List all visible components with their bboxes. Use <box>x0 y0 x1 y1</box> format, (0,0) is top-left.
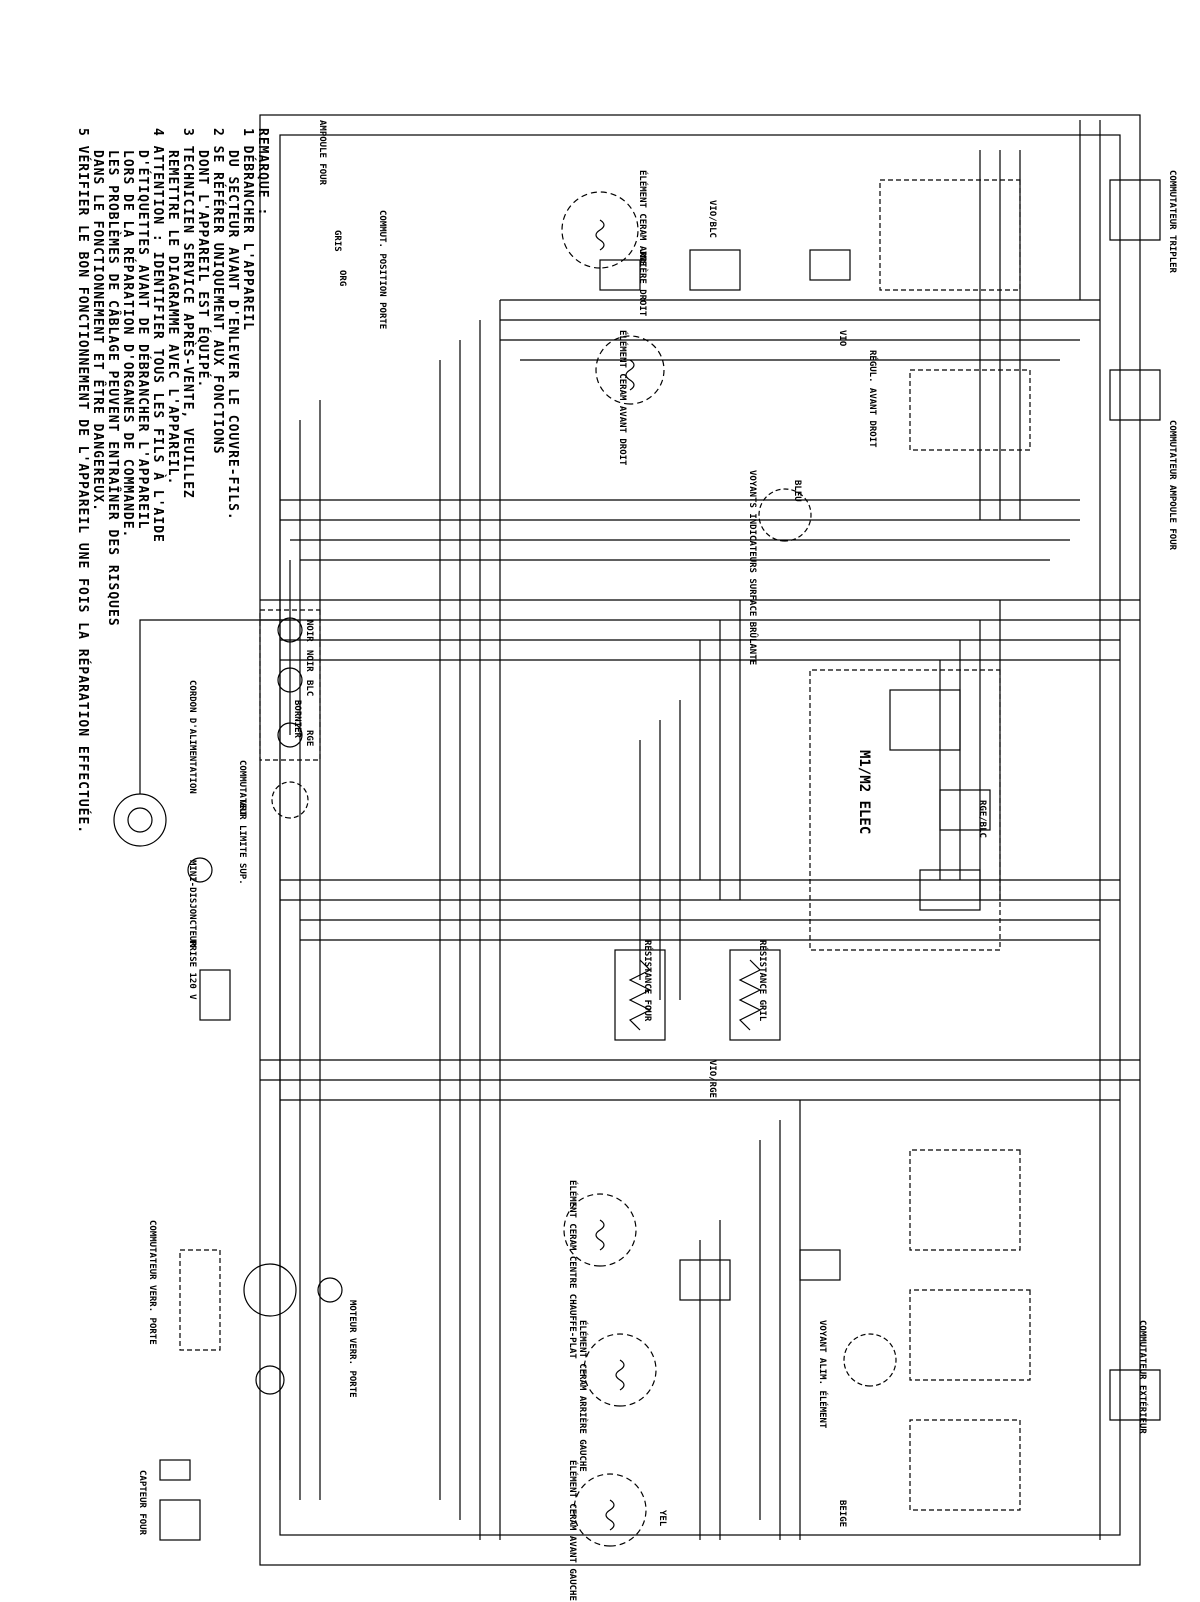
note-1: 1 DÉBRANCHER L'APPAREIL DU SECTEUR AVANT… <box>225 128 255 1028</box>
wire-label-org: ORG <box>337 270 347 286</box>
power-terminal-block <box>113 560 343 1541</box>
ampoule-four-label: AMPOULE FOUR <box>317 120 327 186</box>
note-4-line-2: D'ÉTIQUETTES AVANT DE DÉBRANCHER L'APPAR… <box>135 150 150 530</box>
wire-label-vio-blc: VIO/BLC <box>707 200 717 238</box>
wire-label-rge-blc: RGE/BLC <box>977 800 987 838</box>
note-5-num: 5 <box>75 128 90 137</box>
note-3-line-1: TECHNICIEN SERVICE APRÈS-VENTE, VEUILLEZ <box>180 145 195 499</box>
note-4-line-5: DANS LE FONCTIONNEMENT ET ÊTRE DANGEREUX… <box>90 150 105 512</box>
note-2-num: 2 <box>210 128 225 137</box>
prise-label: PRISE 120 V <box>187 940 197 1000</box>
note-2: 2 SE RÉFÉRER UNIQUEMENT AUX FONCTIONS DO… <box>195 128 225 1028</box>
note-5: 5 VÉRIFIER LE BON FONCTIONNEMENT DE L'AP… <box>75 128 90 1028</box>
commut-verr-porte-label: COMMUTATEUR VERR. PORTE <box>147 1220 157 1345</box>
wire-label-yel: YEL <box>657 1510 667 1527</box>
main-bus-wires <box>259 114 1141 1566</box>
ceramic-elements-top <box>561 191 741 405</box>
controls-right-top <box>758 179 1161 542</box>
resistance-gril-label: RÉSISTANCE GRIL <box>757 940 769 1022</box>
note-1-line-2: DU SECTEUR AVANT D'ENLEVER LE COUVRE-FIL… <box>225 150 240 521</box>
commutateur-lim-label: COMMUTATEUR LIMITE SUP. <box>237 760 247 885</box>
note-4-num: 4 <box>150 128 165 137</box>
note-3-num: 3 <box>180 128 195 137</box>
element-avant-droit-label: ÉLÉMENT CERAM AVANT DROIT <box>617 330 629 466</box>
commut-position-porte-label: COMMUT. POSITION PORTE <box>377 210 387 329</box>
element-arr-gauche-label: ÉLÉMENT CERAM ARRIÈRE GAUCHE <box>577 1320 589 1472</box>
wire-label-beige: BEIGE <box>837 1500 847 1527</box>
resistances <box>614 949 781 1041</box>
notes-heading: REMARQUE : <box>255 128 270 217</box>
moteur-verr-label: MOTEUR VERR. PORTE <box>347 1300 357 1398</box>
module-box <box>809 669 1001 951</box>
wire-label-vrt: VRT <box>237 800 247 817</box>
module-label: M1/M2 ELEC <box>856 750 872 834</box>
wire-label-vio-rge: VIO/RGE <box>707 1060 717 1098</box>
voyant-alim-label: VOYANT ALIM. ÉLÉMENT <box>817 1320 829 1429</box>
ceramic-elements-bottom <box>563 1193 731 1547</box>
commut-ampoule-four-label: COMMUTATEUR AMPOULE FOUR <box>1167 420 1177 551</box>
cordon-label: CORDON D'ALIMENTATION <box>187 680 197 794</box>
note-4-line-1: ATTENTION : IDENTIFIER TOUS LES FILS À L… <box>150 145 165 543</box>
voyants-label: VOYANTS INDICATEURS SURFACE BRÛLANTE <box>747 470 759 665</box>
capteur-four-label: CAPTEUR FOUR <box>137 1470 147 1536</box>
note-4-line-3: LORS DE LA RÉPARATION D'ORGANES DE COMMA… <box>120 150 135 539</box>
wire-label-bleu: BLEU <box>792 480 802 502</box>
controls-right-bottom <box>799 1149 1161 1511</box>
resistance-four-label: RÉSISTANCE FOUR <box>642 940 654 1022</box>
bornier-label: BORNIER <box>292 700 302 739</box>
wire-label-noir: NOIR <box>304 620 314 642</box>
notes-block: REMARQUE : 1 DÉBRANCHER L'APPAREIL DU SE… <box>75 128 270 1028</box>
note-2-line-1: SE RÉFÉRER UNIQUEMENT AUX FONCTIONS <box>210 145 225 455</box>
note-1-num: 1 <box>240 128 255 137</box>
wire-label-noir-2: NOIR <box>304 650 314 672</box>
note-2-line-2: DONT L'APPAREIL EST ÉQUIPÉ. <box>195 150 210 389</box>
element-av-gauche-label: ÉLÉMENT CERAM AVANT GAUCHE <box>567 1460 579 1601</box>
commut-exterieur-label: COMMUTATEUR EXTÉRIEUR <box>1137 1320 1149 1434</box>
wire-label-gris: GRIS <box>332 230 342 252</box>
component-labels: CORDON D'ALIMENTATION BORNIER COMMUTATEU… <box>137 120 1177 1601</box>
wire-label-blc: BLC <box>304 680 314 696</box>
note-1-line-1: DÉBRANCHER L'APPAREIL <box>240 145 255 332</box>
element-centre-label: ÉLÉMENT CERAM CENTRE CHAUFFE-PLAT <box>567 1180 579 1359</box>
wire-color-labels: NOIR NOIR BLC RGE VRT GRIS ORG JNE VIO B… <box>237 200 987 1527</box>
mini-disjoncteur-label: MINI-DISJONCTEUR <box>187 860 197 947</box>
wire-label-jne: JNE <box>637 250 647 266</box>
wire-label-vio: VIO <box>837 330 847 347</box>
note-3-line-2: REMETTRE LE DIAGRAMME AVEC L'APPAREIL. <box>165 150 180 486</box>
note-4-line-4: LES PROBLÈMES DE CÂBLAGE PEUVENT ENTRAÎN… <box>105 150 120 627</box>
note-5-line-1: VÉRIFIER LE BON FONCTIONNEMENT DE L'APPA… <box>75 145 90 835</box>
wire-label-rge: RGE <box>304 730 314 746</box>
note-3: 3 TECHNICIEN SERVICE APRÈS-VENTE, VEUILL… <box>165 128 195 1028</box>
element-arr-droit-label: ÉLÉMENT CERAM ARRIÈRE DROIT <box>637 170 649 317</box>
commut-tripler-label: COMMUTATEUR TRIPLER <box>1167 170 1177 274</box>
regul-av-droit-label: RÉGUL. AVANT DROIT <box>867 350 879 448</box>
note-4: 4 ATTENTION : IDENTIFIER TOUS LES FILS À… <box>90 128 165 1028</box>
